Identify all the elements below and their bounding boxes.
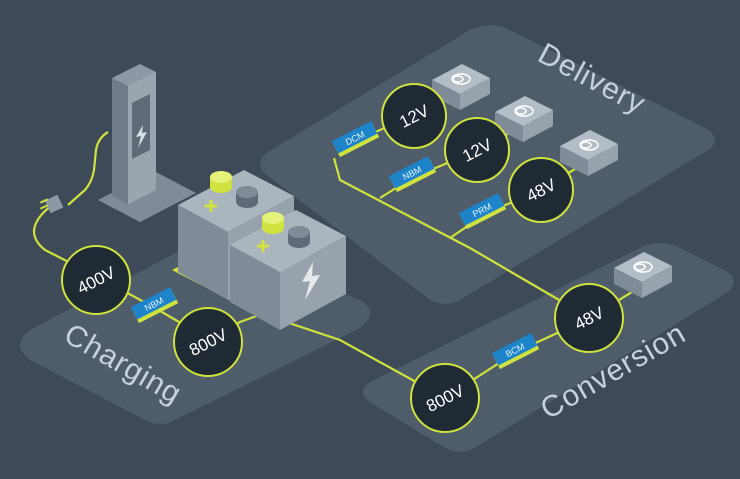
motor-load-icon xyxy=(614,252,672,298)
motor-load-icon xyxy=(495,96,553,142)
nbm-module-charging: NBM xyxy=(130,287,179,324)
nbm-module-delivery: NBM xyxy=(388,156,437,193)
bcm-module-conversion: BCM xyxy=(491,333,540,370)
voltage-node-800v-charging: 800V xyxy=(173,307,243,377)
motor-load-icon xyxy=(432,64,490,110)
voltage-node-48v-conversion: 48V xyxy=(554,283,624,353)
voltage-node-48v-prm: 48V xyxy=(508,157,574,223)
voltage-node-12v-nbm: 12V xyxy=(444,117,510,183)
prm-module: PRM xyxy=(458,193,507,230)
battery-icon xyxy=(230,210,346,330)
dcm-module: DCM xyxy=(331,121,380,158)
voltage-node-800v-conversion: 800V xyxy=(410,363,480,433)
plug-cable xyxy=(33,204,101,279)
motor-load-icon xyxy=(560,130,618,176)
delivery-bus xyxy=(332,157,591,319)
ev-charger-icon xyxy=(98,64,196,222)
charger-cable xyxy=(67,131,109,206)
voltage-node-12v-dcm: 12V xyxy=(381,83,447,149)
voltage-node-400v: 400V xyxy=(61,245,131,315)
plug-icon xyxy=(39,194,64,214)
